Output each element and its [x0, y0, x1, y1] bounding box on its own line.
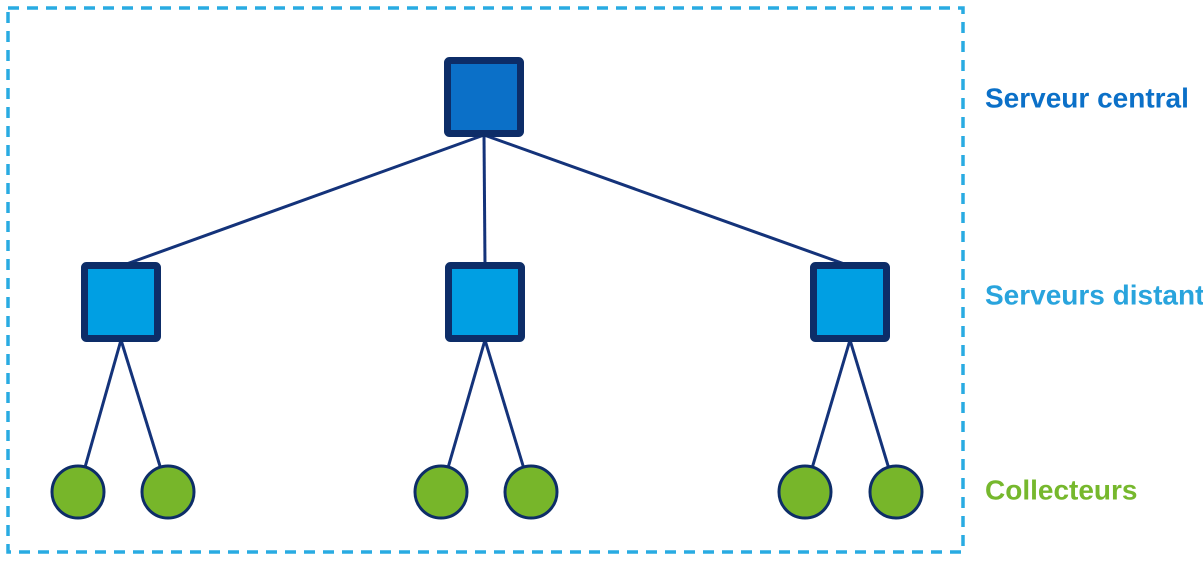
central-server-node	[444, 57, 524, 137]
label-collecteurs: Collecteurs	[985, 474, 1138, 506]
remote-server-node	[810, 262, 890, 342]
connector-line	[482, 134, 487, 267]
collector-node	[777, 464, 833, 520]
label-serveurs-distants: Serveurs distants	[985, 279, 1203, 311]
label-serveur-central: Serveur central	[985, 82, 1189, 114]
connector-line	[120, 133, 485, 268]
collector-node	[140, 464, 196, 520]
remote-server-node	[445, 262, 525, 342]
collector-node	[868, 464, 924, 520]
connector-line	[483, 133, 851, 268]
collector-node	[413, 464, 469, 520]
collector-node	[503, 464, 559, 520]
remote-server-node	[81, 262, 161, 342]
collector-node	[50, 464, 106, 520]
dashed-frame	[6, 6, 965, 554]
